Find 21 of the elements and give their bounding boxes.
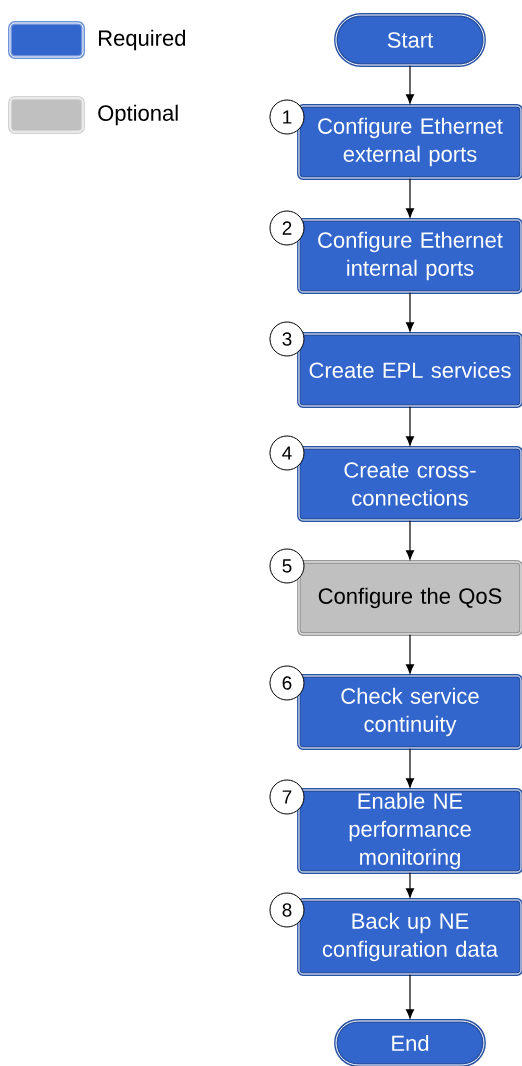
legend-label: Optional (98, 104, 178, 126)
arrow (405, 292, 414, 332)
process-box: Configure Ethernet external ports (297, 104, 522, 180)
arrow (405, 178, 414, 218)
arrow (405, 406, 414, 446)
arrow (405, 748, 414, 788)
terminal-pill: End (334, 1019, 486, 1066)
process-box: Configure the QoS (297, 560, 522, 636)
process-box: Enable NE performance monitoring (297, 788, 522, 874)
process-box: Check service continuity (297, 674, 522, 750)
arrow (405, 872, 414, 898)
process-box: Create EPL services (297, 332, 522, 408)
terminal-pill: Start (334, 13, 486, 67)
process-box: Configure Ethernet internal ports (297, 218, 522, 294)
arrow (405, 634, 414, 674)
process-box: Back up NE configuration data (297, 898, 522, 976)
arrow (405, 974, 414, 1019)
arrow (405, 520, 414, 560)
arrow (405, 65, 414, 104)
legend-label: Required (99, 29, 186, 51)
process-box: Create cross-connections (297, 446, 522, 522)
